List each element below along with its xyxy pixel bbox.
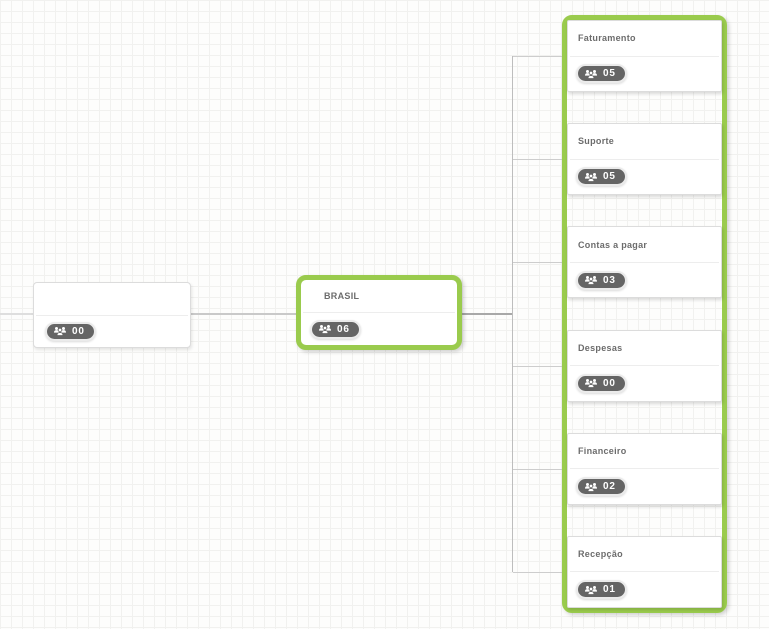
node-title-row: Faturamento — [568, 21, 721, 56]
node-badge-row: 06 — [301, 313, 457, 345]
group-icon — [584, 276, 598, 285]
connector-trunk — [512, 56, 513, 572]
connector-line-brasil-trunk — [462, 313, 513, 315]
node-title: Contas a pagar — [578, 239, 648, 250]
member-count-badge[interactable]: 00 — [576, 373, 627, 393]
group-icon — [584, 379, 598, 389]
node-divider — [570, 365, 719, 367]
node-badge-row: 05 — [568, 57, 721, 92]
node-title: Faturamento — [578, 33, 636, 44]
node-root[interactable]: 00 — [33, 282, 191, 348]
member-count: 02 — [603, 481, 616, 492]
node-badge-row: 03 — [568, 263, 721, 298]
group-icon — [318, 324, 332, 334]
node-title-row — [34, 283, 190, 315]
node-title: Financeiro — [578, 446, 627, 456]
member-count-badge[interactable]: 01 — [576, 580, 627, 600]
member-count: 03 — [603, 274, 616, 286]
group-icon — [584, 69, 598, 79]
connector-stub-contas-a-pagar — [513, 262, 562, 263]
member-count-badge[interactable]: 00 — [45, 321, 96, 341]
node-divider — [570, 468, 719, 470]
connector-stub-suporte — [513, 159, 562, 160]
member-count: 01 — [603, 584, 616, 596]
group-icon — [53, 327, 67, 337]
node-department-suporte[interactable]: Suporte 05 — [567, 123, 722, 196]
node-title-row: Contas a pagar — [568, 227, 721, 262]
node-badge-row: 00 — [568, 366, 721, 401]
node-title-row: Despesas — [568, 331, 721, 366]
node-department-recepcao[interactable]: Recepção 01 — [567, 535, 722, 608]
node-department-financeiro[interactable]: Financeiro 02 — [567, 432, 722, 505]
member-count: 05 — [603, 68, 616, 80]
node-divider — [570, 55, 719, 57]
node-divider — [570, 158, 719, 160]
connector-line-left-edge — [0, 313, 33, 315]
node-title: BRASIL — [324, 291, 360, 301]
member-count-badge[interactable]: 02 — [576, 477, 627, 496]
group-icon — [584, 482, 598, 492]
node-divider — [570, 261, 719, 263]
node-brasil[interactable]: BRASIL 06 — [296, 275, 462, 350]
connector-stub-recepcao — [513, 572, 562, 573]
node-title: Despesas — [578, 342, 623, 353]
node-badge-row: 00 — [34, 316, 190, 348]
member-count-badge[interactable]: 05 — [576, 167, 627, 187]
node-department-faturamento[interactable]: Faturamento 05 — [567, 20, 722, 92]
node-title: Recepção — [578, 549, 623, 560]
node-title-row: Financeiro — [568, 434, 721, 469]
group-icon — [584, 172, 598, 182]
member-count: 00 — [603, 377, 616, 389]
departments-panel[interactable]: Faturamento 05 Suporte 05 — [562, 15, 727, 613]
node-badge-row: 02 — [568, 469, 721, 504]
connector-stub-financeiro — [513, 469, 562, 470]
node-department-despesas[interactable]: Despesas 00 — [567, 329, 722, 402]
node-title-row: Suporte — [568, 124, 721, 159]
connector-stub-faturamento — [513, 56, 562, 57]
node-title: Suporte — [578, 136, 615, 147]
member-count: 00 — [72, 325, 85, 337]
connector-stub-despesas — [513, 366, 562, 367]
node-department-contas-a-pagar[interactable]: Contas a pagar 03 — [567, 226, 722, 299]
node-title-row: Recepção — [568, 537, 721, 572]
connector-line-root-brasil — [191, 313, 296, 315]
member-count-badge[interactable]: 06 — [310, 319, 361, 339]
node-title-row: BRASIL — [301, 280, 457, 312]
node-divider — [570, 571, 719, 573]
node-divider — [36, 314, 188, 316]
node-badge-row: 01 — [568, 572, 721, 607]
member-count-badge[interactable]: 03 — [576, 270, 627, 290]
node-badge-row: 05 — [568, 160, 721, 195]
member-count: 05 — [603, 171, 616, 183]
member-count-badge[interactable]: 05 — [576, 64, 627, 84]
member-count: 06 — [337, 323, 350, 335]
group-icon — [584, 585, 598, 595]
node-divider — [303, 312, 455, 313]
